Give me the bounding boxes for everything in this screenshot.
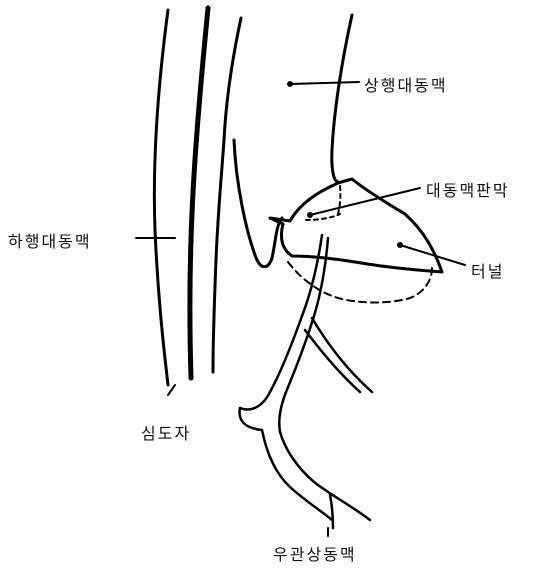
coronary-artery-wall-left <box>240 235 322 409</box>
label-ascending-aorta: 상행대동맥 <box>364 72 448 96</box>
aortic-arch-wall <box>234 140 282 267</box>
coronary-artery-lower-right <box>280 432 370 520</box>
coronary-branch-upper-2 <box>305 330 360 392</box>
tunnel-outline <box>270 179 442 272</box>
coronary-artery-lower-left <box>240 408 332 520</box>
label-catheter: 심도자 <box>141 420 191 444</box>
descending-aorta-right-wall <box>213 18 241 372</box>
leader-line-catheter <box>168 385 175 395</box>
leader-line-valve <box>310 188 420 215</box>
valve-dashed-line <box>338 186 340 214</box>
coronary-branch-upper <box>312 318 372 392</box>
coronary-artery-tail <box>330 495 333 528</box>
label-aortic-valve: 대동맥판막 <box>426 177 510 201</box>
label-descending-aorta: 하행대동맥 <box>8 228 92 252</box>
ascending-aorta-wall <box>332 15 352 182</box>
label-right-coronary-artery: 우관상동맥 <box>273 541 357 565</box>
label-tunnel: 터널 <box>471 258 504 282</box>
coronary-artery-wall-right <box>279 238 328 432</box>
descending-aorta-left-wall <box>154 10 168 385</box>
leader-line-ascending <box>290 82 359 84</box>
catheter-line <box>190 8 208 378</box>
